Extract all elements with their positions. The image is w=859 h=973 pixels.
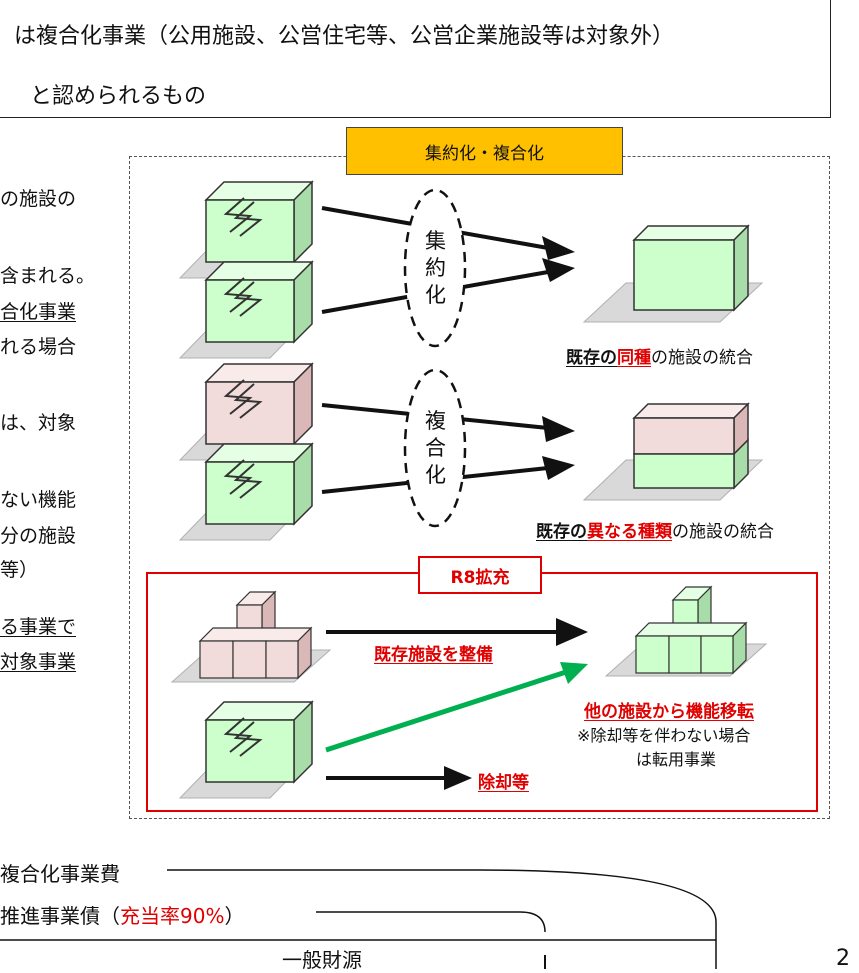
project-cost-label: 複合化事業費 xyxy=(0,862,120,886)
old-building-4 xyxy=(179,442,314,541)
shuyaku-char-3: 化 xyxy=(425,283,446,307)
requirement-line-1: は複合化事業（公用施設、公営住宅等、公営企業施設等は対象外） xyxy=(14,24,675,49)
old-building-3 xyxy=(179,362,314,461)
arrowhead xyxy=(444,766,472,790)
new-building-different-type xyxy=(582,402,764,501)
fukugo-char-2: 合 xyxy=(425,436,446,460)
left-text-8: 等） xyxy=(0,559,39,581)
old-building-1 xyxy=(179,180,314,279)
note-line-1: ※除却等を伴わない場合 xyxy=(577,726,751,745)
bond-prefix: 推進事業債（ xyxy=(0,904,120,928)
caption-suffix: の施設の統合 xyxy=(651,348,753,368)
bond-rate: 充当率90% xyxy=(120,904,225,928)
existing-facility-building xyxy=(170,590,332,683)
function-transfer-arrow xyxy=(325,669,567,753)
caption-highlight: 同種 xyxy=(617,348,651,368)
left-text-1: の施設の xyxy=(0,188,77,210)
shuyaku-char-1: 集 xyxy=(425,229,446,253)
shuyaku-char-2: 約 xyxy=(425,256,446,280)
fukugo-label: 複 合 化 xyxy=(425,408,446,489)
fukugo-char-3: 化 xyxy=(425,463,446,487)
arrowhead xyxy=(542,456,575,480)
old-building-2 xyxy=(179,260,314,359)
caption-same-type: 既存の同種の施設の統合 xyxy=(566,343,753,368)
general-revenue-label: 一般財源 xyxy=(282,948,362,972)
requirement-line-2: と認められるもの xyxy=(30,84,207,109)
left-text-7: 分の施設 xyxy=(0,525,77,547)
arrowhead xyxy=(560,662,588,684)
arrowhead xyxy=(542,236,575,260)
arrowhead xyxy=(556,618,588,646)
caption-prefix: 既存の xyxy=(566,348,617,368)
left-text-4: れる場合 xyxy=(0,336,77,358)
diagram-tag: 集約化・複合化 xyxy=(346,127,623,175)
caption-prefix: 既存の xyxy=(536,522,587,542)
requirement-box xyxy=(0,0,831,118)
left-text-9: る事業で xyxy=(0,616,77,638)
shuyaku-label: 集 約 化 xyxy=(425,228,446,309)
arrowhead xyxy=(542,258,575,282)
page-number-fragment: 2 xyxy=(836,946,850,971)
bond-bracket xyxy=(316,911,546,933)
shuyaku-ellipse xyxy=(403,188,467,348)
project-cost-bracket xyxy=(167,869,717,969)
renovate-existing-label: 既存施設を整備 xyxy=(374,645,493,665)
caption-highlight: 異なる種類 xyxy=(587,522,672,542)
demolish-label: 除却等 xyxy=(478,773,529,793)
caption-different-type: 既存の異なる種類の施設の統合 xyxy=(536,517,774,542)
arrowhead xyxy=(542,416,575,442)
r8-tag: R8拡充 xyxy=(418,556,542,594)
caption-suffix: の施設の統合 xyxy=(672,522,774,542)
fukugo-ellipse xyxy=(403,368,467,528)
note-line-2: は転用事業 xyxy=(636,750,717,769)
left-text-5: は、対象 xyxy=(0,412,77,434)
fukugo-char-1: 複 xyxy=(425,409,446,433)
upgraded-facility-building xyxy=(604,585,768,677)
bond-suffix: ） xyxy=(224,904,245,928)
function-transfer-label: 他の施設から機能移転 xyxy=(584,702,754,722)
bond-label: 推進事業債（充当率90%） xyxy=(0,900,244,929)
left-text-2: 含まれる。 xyxy=(0,265,96,287)
left-text-10: 対象事業 xyxy=(0,651,77,673)
relocated-old-building xyxy=(179,700,314,799)
left-text-6: ない機能 xyxy=(0,489,77,511)
left-text-3: 合化事業 xyxy=(0,301,77,323)
new-building-same-type xyxy=(582,224,764,323)
